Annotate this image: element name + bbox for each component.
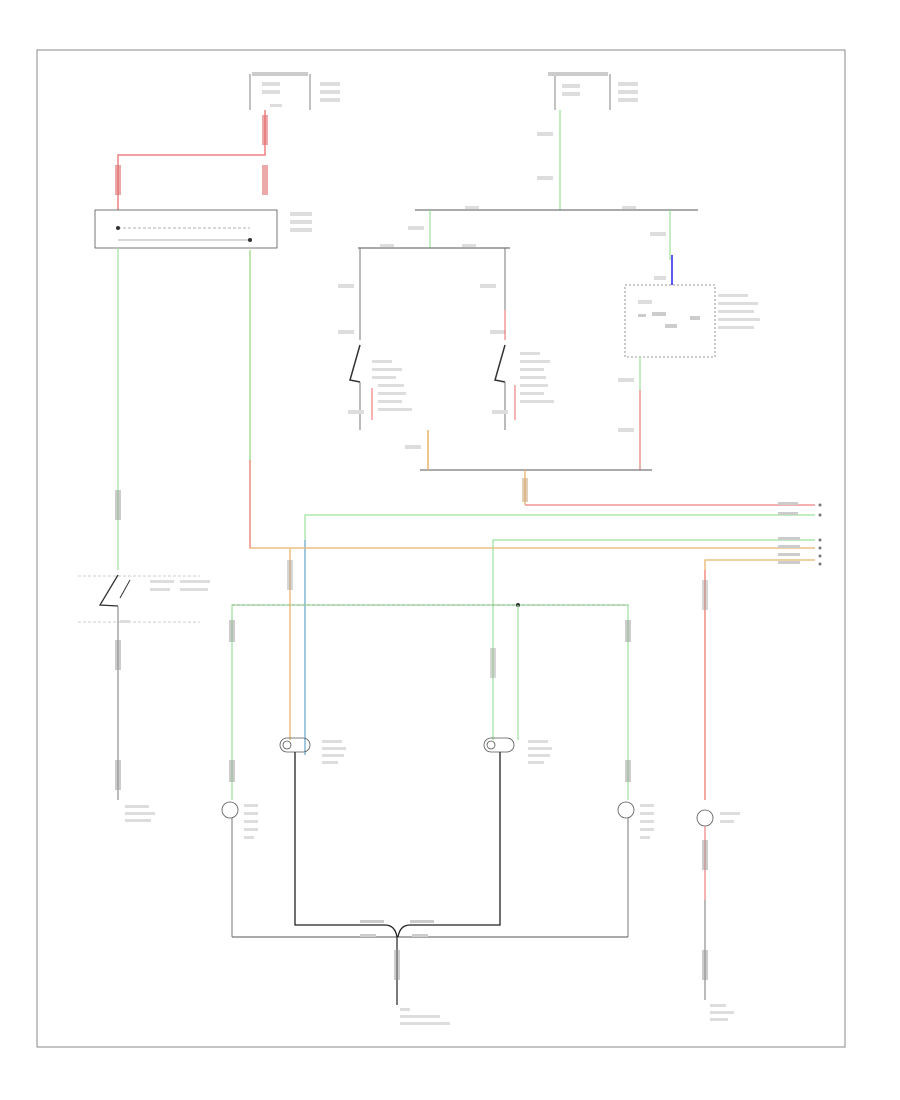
hot-at-all-times-fuse-block <box>249 72 340 110</box>
transmission-range-switch <box>618 210 760 470</box>
harness-lines <box>249 250 822 800</box>
backup-lamp-switch-right <box>480 248 554 430</box>
lamp-feed <box>229 548 708 800</box>
brake-light-switch <box>78 248 210 822</box>
right-rear-lamp <box>483 737 552 764</box>
left-rear-lamp <box>279 737 346 764</box>
output-bus <box>405 430 652 505</box>
ground-bus <box>231 752 629 1025</box>
switch-bus <box>358 210 510 249</box>
right-stop-lamp <box>617 801 654 839</box>
battery-feed-wire <box>115 110 268 210</box>
hot-in-run-fuse-block <box>548 72 638 110</box>
ignition-feed-wire <box>415 110 698 211</box>
license-lamp <box>696 809 740 1021</box>
diagram-border <box>36 49 846 1048</box>
relay-box <box>94 209 312 249</box>
backup-lamp-switch-left <box>338 248 412 430</box>
left-stop-lamp <box>221 801 258 839</box>
